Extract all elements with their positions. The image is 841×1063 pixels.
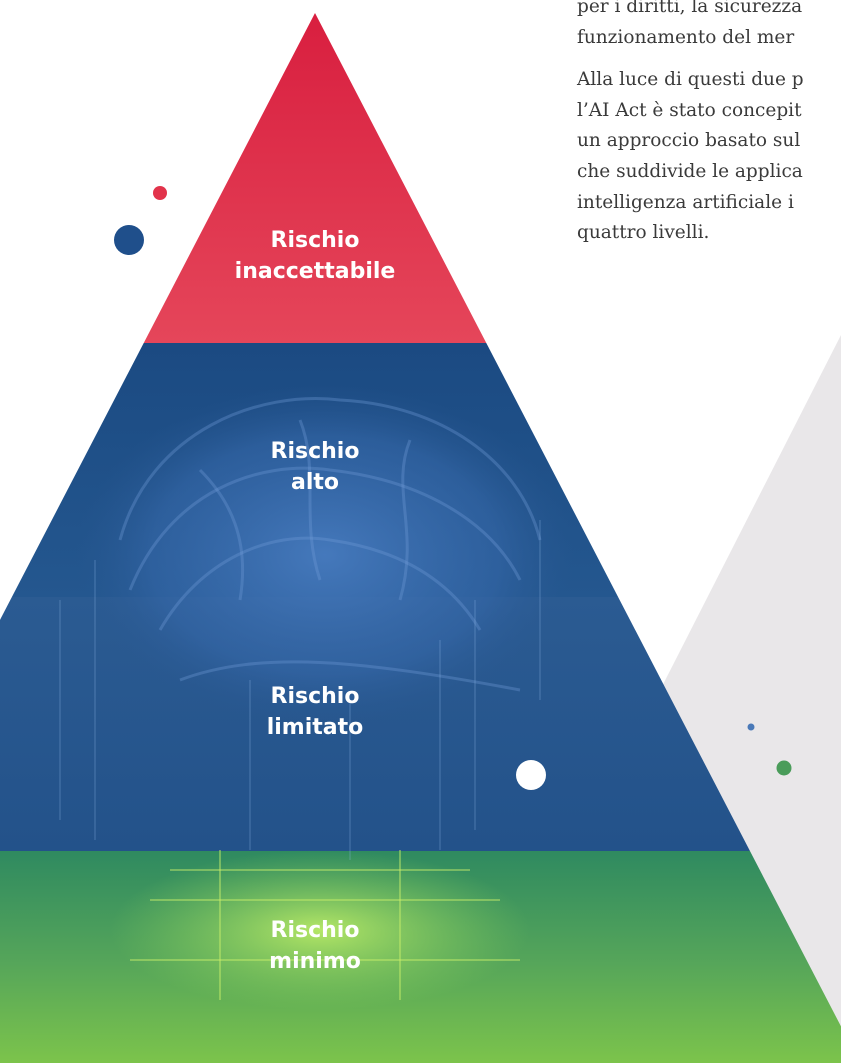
body-text-block: per i diritti, la sicurezza funzionament… [577, 0, 841, 261]
brain-circuit-illustration [59, 385, 575, 1010]
tier-label-unacceptable-line-1: Rischio [270, 228, 360, 253]
tier-label-limited-line-1: Rischio [270, 684, 360, 709]
paragraph-1-line-2: funzionamento del mer [577, 26, 795, 48]
paragraph-2-line-3: un approccio basato sul [577, 130, 801, 152]
paragraph-2-line-4: che suddivide le applica [577, 160, 803, 182]
tier-label-minimal-line-1: Rischio [270, 918, 360, 943]
tier-label-unacceptable: Rischio inaccettabile [235, 225, 396, 287]
paragraph-2-line-1: Alla luce di questi due p [577, 69, 804, 91]
paragraph-1-line-1: per i diritti, la sicurezza [577, 0, 803, 17]
tier-label-minimal-line-2: minimo [269, 949, 361, 974]
tier-label-high-line-2: alto [290, 470, 340, 495]
background-gray-triangle [650, 335, 841, 1063]
tier-label-unacceptable-line-2: inaccettabile [234, 259, 396, 284]
decorative-dot-blue [114, 225, 144, 255]
paragraph-2-line-5: intelligenza artificiale i [577, 191, 794, 213]
decorative-dot-small-blue [747, 723, 755, 731]
paragraph-2: Alla luce di questi due p l’AI Act è sta… [577, 65, 841, 249]
tier-label-minimal: Rischio minimo [269, 915, 361, 977]
decorative-dot-green [776, 760, 792, 776]
paragraph-1: per i diritti, la sicurezza funzionament… [577, 0, 841, 53]
paragraph-2-line-2: l’AI Act è stato concepit [577, 99, 802, 121]
decorative-dot-white [516, 760, 546, 790]
tier-label-limited-line-2: limitato [266, 715, 364, 740]
tier-label-limited: Rischio limitato [267, 681, 364, 743]
tier-label-high-line-1: Rischio [270, 439, 360, 464]
decorative-dot-red [153, 186, 167, 200]
paragraph-2-line-6: quattro livelli. [577, 222, 710, 244]
tier-label-high: Rischio alto [271, 436, 360, 498]
